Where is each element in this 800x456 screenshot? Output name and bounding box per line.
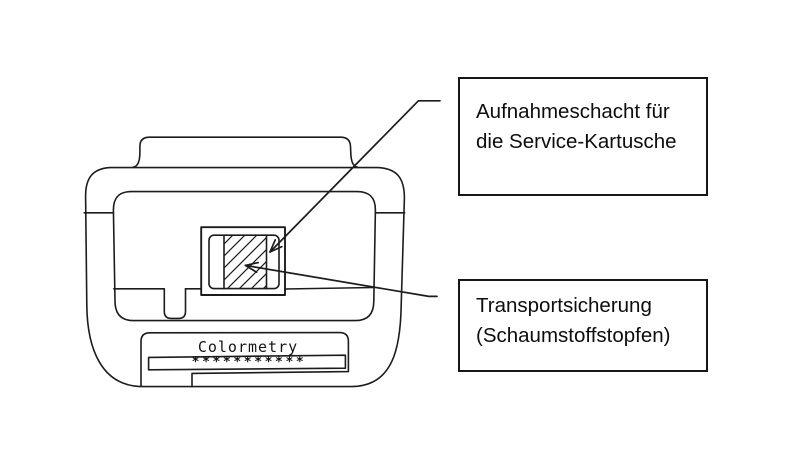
panel-tab (163, 288, 187, 320)
callout-box-transport-lock: Transportsicherung (Schaumstoffstopfen) (458, 279, 708, 372)
cartridge-slot-frame (200, 226, 286, 296)
callout-text-line: die Service-Kartusche (476, 130, 677, 153)
device-lid (132, 136, 359, 169)
arrowhead-cartridge-slot (269, 239, 283, 253)
device-brand-label: Colormetry (197, 338, 299, 356)
device-body (84, 166, 406, 388)
output-slot (147, 354, 347, 371)
callout-box-cartridge-slot: Aufnahmeschacht für die Service-Kartusch… (458, 77, 708, 196)
foam-plug-hatching (224, 235, 266, 289)
callout-text-line: Aufnahmeschacht für (476, 100, 670, 123)
device-inner-panel (112, 190, 377, 322)
front-label-panel (140, 331, 350, 388)
leader-line-transport-lock (244, 264, 438, 298)
leader-line-cartridge-slot (269, 99, 441, 253)
cartridge-slot-inner (208, 234, 280, 290)
callout-text-line: (Schaumstoffstopfen) (476, 324, 671, 347)
callout-arrow-transport-lock (244, 261, 438, 298)
panel-shelf-line-right (284, 286, 375, 290)
callout-text-line: Transportsicherung (476, 294, 652, 317)
callout-arrow-cartridge-slot (269, 99, 441, 253)
device-indicator-dots: *********** (191, 355, 307, 370)
arrowhead-transport-lock (244, 261, 260, 274)
